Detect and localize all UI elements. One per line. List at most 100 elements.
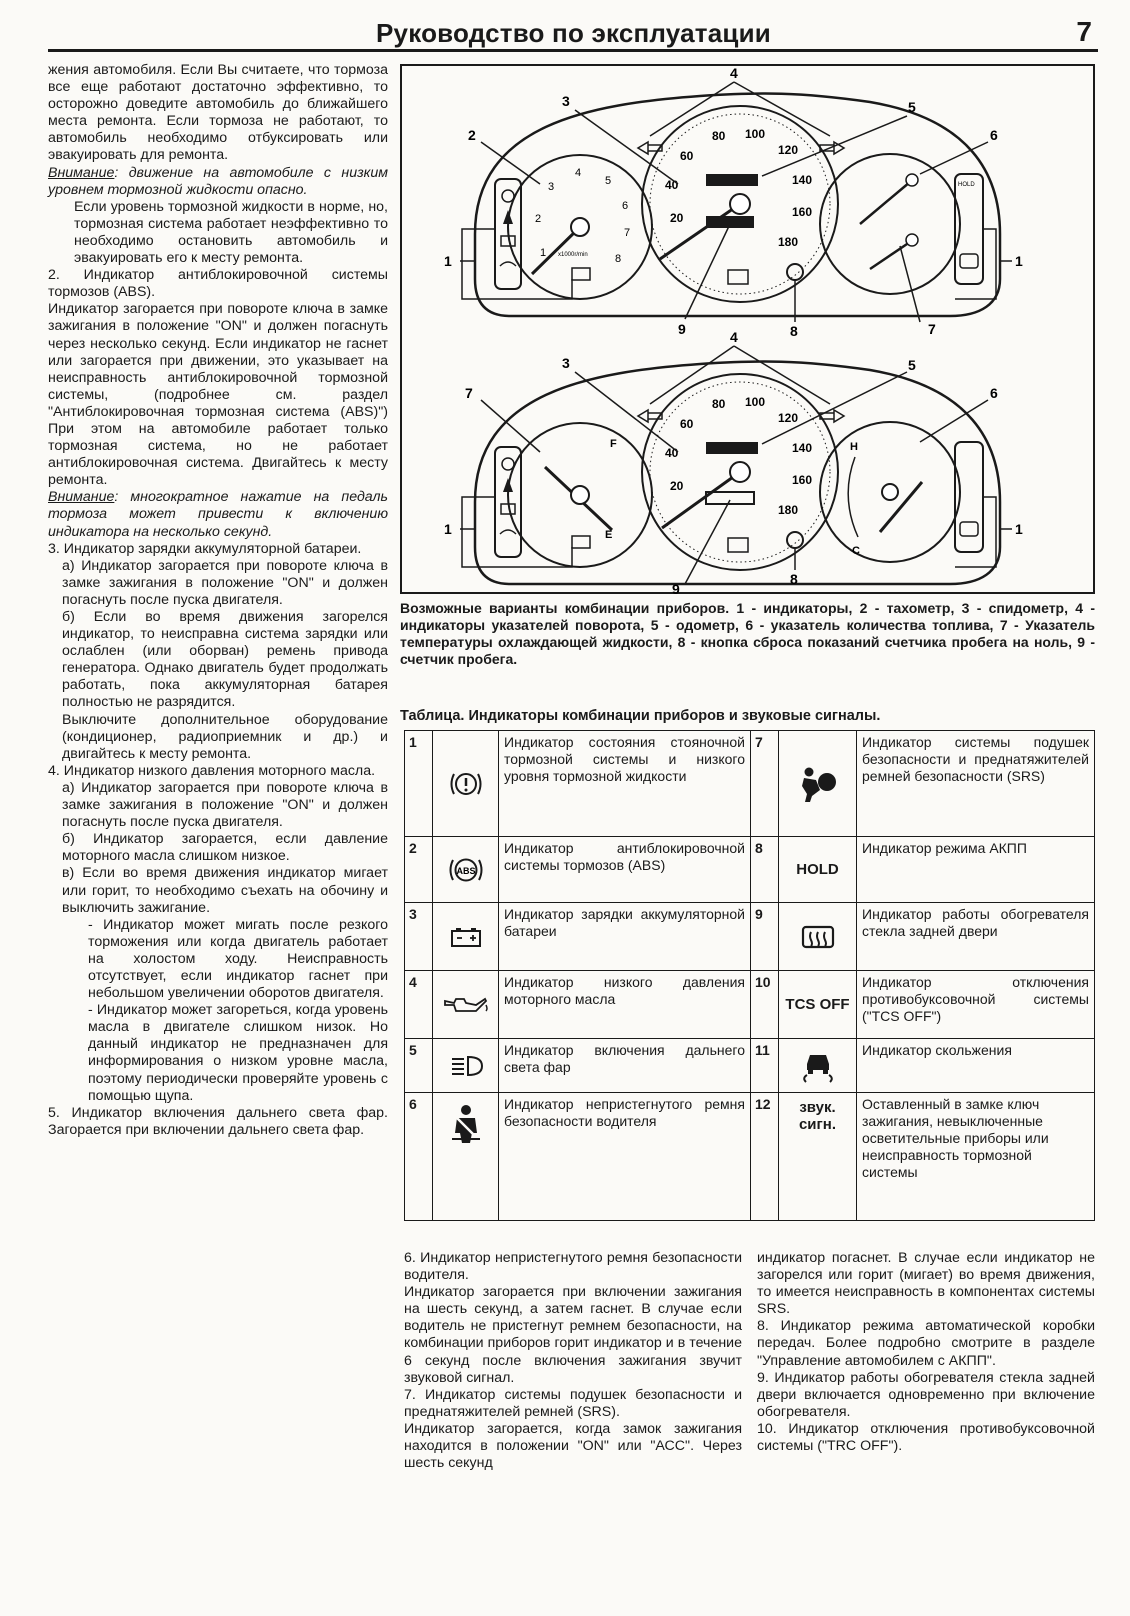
high-beam-icon — [432, 1038, 499, 1093]
high-beam-icon — [571, 267, 591, 281]
section-heading: 6. Индикатор непристегнутого ремня безоп… — [404, 1250, 742, 1284]
oil-can-icon — [432, 970, 499, 1039]
row-description: Индикатор состояния стояночной тормозной… — [498, 730, 751, 837]
callout-label: 4 — [730, 65, 738, 81]
page-header: Руководство по эксплуатации 7 — [48, 14, 1098, 52]
page-title: Руководство по эксплуатации — [376, 18, 771, 48]
section-heading: 8. Индикатор режима автоматической короб… — [757, 1318, 1095, 1369]
section-heading: 9. Индикатор работы обогревателя стекла … — [757, 1369, 1095, 1420]
tacho-tick: 1 — [540, 247, 546, 259]
tacho-tick: 5 — [605, 175, 611, 187]
paragraph: - Индикатор может загореться, когда уров… — [88, 1002, 388, 1104]
callout-label: 7 — [465, 385, 473, 401]
row-description: Индикатор скольжения — [856, 1038, 1095, 1093]
trip-meter-display — [706, 216, 754, 228]
row-description: Индикатор системы подушек безопасности и… — [856, 730, 1095, 837]
temp-mark: H — [850, 441, 858, 453]
paragraph: Индикатор загорается при включении зажиг… — [404, 1284, 742, 1386]
tacho-tick: 6 — [622, 200, 628, 212]
callout-label: 9 — [672, 581, 680, 594]
seatbelt-icon — [503, 210, 513, 224]
paragraph: - Индикатор может мигать после резкого т… — [88, 916, 388, 1002]
row-number: 12 — [750, 1092, 779, 1221]
paragraph: а) Индикатор загорается при повороте клю… — [62, 557, 388, 608]
tacho-tick: 4 — [575, 167, 581, 179]
speedo-tick: 120 — [778, 143, 798, 157]
seatbelt-icon — [432, 1092, 499, 1221]
speedo-needle — [659, 202, 741, 261]
fuel-gauge — [819, 421, 961, 563]
speedo-tick: 60 — [680, 417, 694, 431]
airbag-icon — [501, 189, 515, 203]
bottom-left-text: 6. Индикатор непристегнутого ремня безоп… — [404, 1250, 742, 1472]
speedo-tick: 120 — [778, 411, 798, 425]
indicator-panel-left — [494, 446, 522, 558]
fuel-mark: E — [605, 529, 612, 541]
tacho-unit: x1000r/min — [558, 252, 588, 258]
warning-label: Внимание — [48, 164, 115, 181]
callout-label: 2 — [468, 127, 476, 143]
speedo-needle — [661, 470, 741, 530]
row-number: 1 — [404, 730, 433, 837]
sound-signal-label: звук. сигн. — [778, 1092, 857, 1221]
abs-icon-text: ABS — [456, 866, 475, 876]
callout-label: 3 — [562, 93, 570, 109]
paragraph: жения автомобиля. Если Вы считаете, что … — [48, 62, 388, 164]
turn-left-icon — [636, 140, 663, 156]
row-number: 10 — [750, 970, 779, 1039]
figure-frame — [400, 64, 1095, 594]
speedo-tick: 80 — [712, 397, 726, 411]
section-heading: 2. Индикатор антиблокировочной системы т… — [48, 267, 388, 301]
temp-mark: C — [852, 545, 860, 557]
speedometer — [641, 105, 839, 303]
row-number: 4 — [404, 970, 433, 1039]
page-number: 7 — [1076, 16, 1092, 47]
warning-text: движение на автомобиле с низким уровнем … — [48, 164, 388, 198]
airbag-icon — [501, 457, 515, 471]
brake-warning-icon — [959, 521, 979, 537]
speedo-tick: 80 — [712, 129, 726, 143]
battery-icon — [500, 235, 516, 247]
indicator-table: 1 Индикатор состояния стояночной тормозн… — [404, 730, 1095, 1221]
cluster-variant-2: F E 20 40 60 80 100 120 140 1 — [444, 329, 1023, 597]
tacho-tick: 2 — [535, 213, 541, 225]
speedo-tick: 20 — [670, 211, 684, 225]
battery-icon — [432, 902, 499, 971]
paragraph: Выключите дополнительное оборудование (к… — [62, 711, 388, 762]
table-title: Таблица. Индикаторы комбинации приборов … — [400, 708, 881, 724]
row-number: 5 — [404, 1038, 433, 1093]
row-description: Индикатор режима АКПП — [856, 836, 1095, 903]
hold-indicator: HOLD — [958, 182, 975, 188]
airbag-icon — [778, 730, 857, 837]
row-number: 6 — [404, 1092, 433, 1221]
warning-note: Внимание: многократное нажатие на педаль… — [48, 489, 388, 540]
row-number: 2 — [404, 836, 433, 903]
trip-meter-display — [705, 491, 755, 505]
speedo-tick: 180 — [778, 503, 798, 517]
fuel-mark: F — [610, 438, 617, 450]
abs-icon: ABS — [432, 836, 499, 903]
seatbelt-icon — [503, 478, 513, 492]
table-row: 6 Индикатор непристегнутого ремня безопа… — [404, 1092, 1095, 1221]
speedo-tick: 100 — [745, 395, 765, 409]
callout-label: 4 — [730, 329, 738, 345]
figure-caption: Возможные варианты комбинации приборов. … — [400, 600, 1095, 667]
paragraph: индикатор погаснет. В случае если индика… — [757, 1250, 1095, 1318]
cluster-diagram: 1 2 3 4 5 6 7 8 x1000r/min — [400, 64, 1095, 597]
callout-label: 6 — [990, 385, 998, 401]
indicator-panel-left — [494, 178, 522, 290]
table-row: 2 ABS Индикатор антиблокировочной систем… — [404, 836, 1095, 903]
cluster-variant-1: 1 2 3 4 5 6 7 8 x1000r/min — [444, 65, 1023, 339]
section-heading: 7. Индикатор системы подушек безопасност… — [404, 1386, 742, 1420]
callout-label: 1 — [1015, 521, 1023, 537]
row-description: Индикатор низкого давления моторного мас… — [498, 970, 751, 1039]
callout-label: 1 — [1015, 253, 1023, 269]
table-row: 4 Индикатор низкого давления моторного м… — [404, 970, 1095, 1039]
warning-label: Внимание — [48, 489, 115, 506]
rear-defroster-icon — [778, 902, 857, 971]
trip-reset-knob — [786, 263, 804, 281]
table-row: 5 Индикатор включения дальнего света фар… — [404, 1038, 1095, 1093]
rear-defroster-icon — [727, 537, 749, 553]
section-heading: 10. Индикатор отключения противобуксовоч… — [757, 1420, 1095, 1455]
